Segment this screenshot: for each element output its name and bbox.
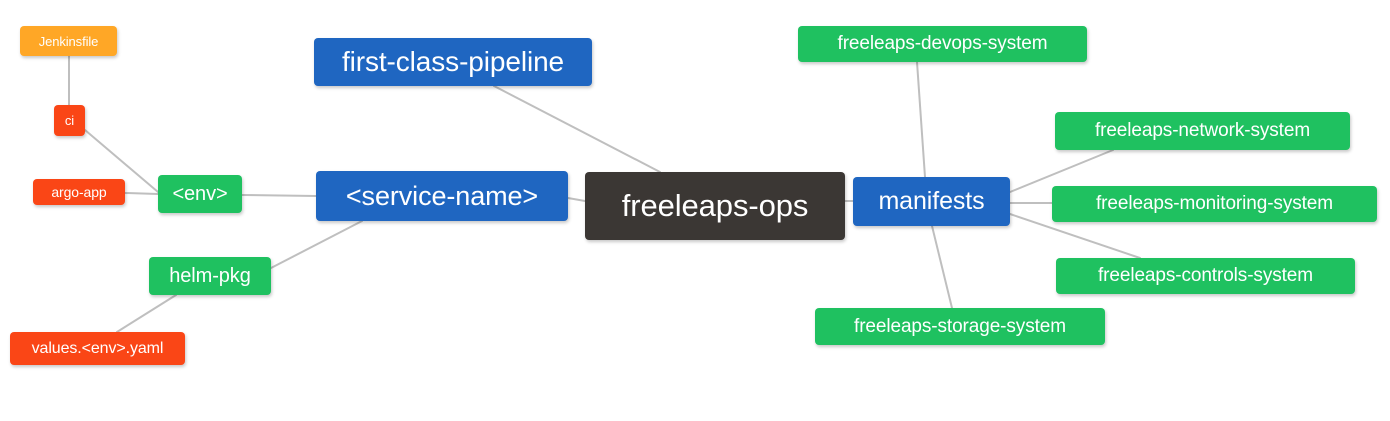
node-label-manifests: manifests (878, 187, 985, 215)
node-service-name[interactable]: <service-name> (316, 171, 568, 221)
node-label-devops-system: freeleaps-devops-system (837, 33, 1048, 54)
node-ci[interactable]: ci (54, 105, 85, 136)
node-first-class-pipeline[interactable]: first-class-pipeline (314, 38, 592, 86)
node-label-helm-pkg: helm-pkg (169, 264, 251, 287)
node-jenkinsfile[interactable]: Jenkinsfile (20, 26, 117, 56)
node-label-jenkinsfile: Jenkinsfile (38, 33, 99, 49)
node-label-first-class-pipeline: first-class-pipeline (341, 46, 565, 77)
node-freeleaps-devops-system[interactable]: freeleaps-devops-system (798, 26, 1087, 62)
node-label-values-yaml: values.<env>.yaml (31, 339, 164, 357)
node-label-freeleaps-ops: freeleaps-ops (621, 188, 809, 223)
node-helm-pkg[interactable]: helm-pkg (149, 257, 271, 295)
edge-service_name-to-freeleaps_ops (567, 197, 586, 202)
edge-service_name-to-helm_pkg (270, 220, 363, 269)
node-freeleaps-storage-system[interactable]: freeleaps-storage-system (815, 308, 1105, 345)
node-values-yaml[interactable]: values.<env>.yaml (10, 332, 185, 365)
node-label-env: <env> (172, 182, 228, 205)
node-env[interactable]: <env> (158, 175, 242, 213)
node-freeleaps-network-system[interactable]: freeleaps-network-system (1055, 112, 1350, 150)
node-label-service-name: <service-name> (345, 180, 539, 211)
edge-first_class_pipeline-to-freeleaps_ops (493, 85, 661, 173)
node-label-storage-system: freeleaps-storage-system (854, 315, 1066, 337)
node-label-ci: ci (64, 113, 75, 128)
node-label-argo-app: argo-app (51, 184, 107, 200)
edge-env-to-service_name (241, 194, 317, 197)
node-manifests[interactable]: manifests (853, 177, 1010, 226)
edge-helm_pkg-to-values_yaml (116, 294, 177, 333)
edge-argo_app-to-env (124, 192, 159, 195)
edge-manifests-to-devops_system (916, 61, 926, 178)
edge-manifests-to-storage_system (931, 225, 953, 309)
node-freeleaps-monitoring-system[interactable]: freeleaps-monitoring-system (1052, 186, 1377, 222)
node-label-monitoring-system: freeleaps-monitoring-system (1096, 193, 1333, 214)
node-freeleaps-ops-root[interactable]: freeleaps-ops (585, 172, 845, 240)
node-freeleaps-controls-system[interactable]: freeleaps-controls-system (1056, 258, 1355, 294)
node-label-controls-system: freeleaps-controls-system (1097, 265, 1314, 286)
node-label-network-system: freeleaps-network-system (1094, 120, 1311, 141)
node-argo-app[interactable]: argo-app (33, 179, 125, 205)
